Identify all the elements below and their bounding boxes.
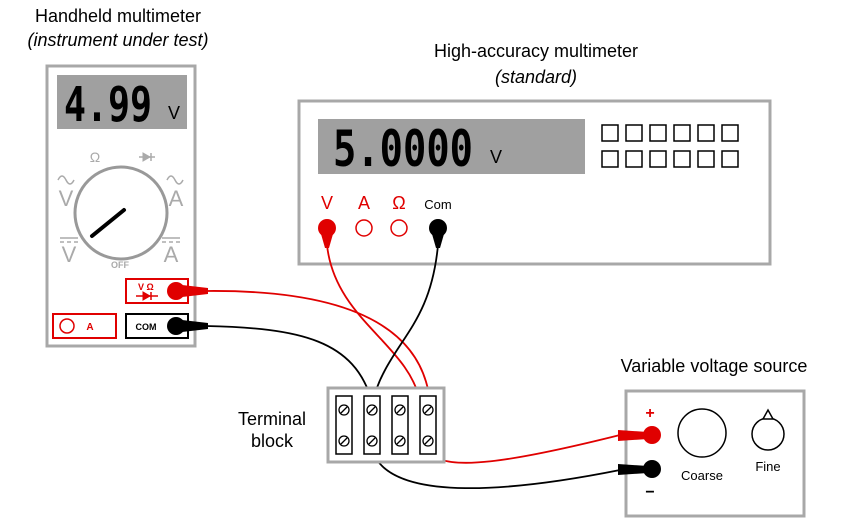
terminal-block-label-line2: block — [251, 431, 294, 451]
standard-subtitle: (standard) — [495, 67, 577, 87]
source-title: Variable voltage source — [621, 356, 808, 376]
red-wire-handheld-to-block — [205, 290, 431, 403]
keypad-button[interactable] — [697, 150, 715, 168]
terminal-screw[interactable] — [394, 404, 406, 416]
standard-jack-a-label: A — [358, 193, 370, 213]
handheld-red-probe-plug[interactable] — [167, 282, 208, 300]
black-wire-standard-to-block — [371, 244, 439, 403]
handheld-jack-amp[interactable]: A — [52, 313, 117, 339]
source-negative-plug[interactable] — [618, 460, 661, 478]
dial-dc-a-bar-icon — [162, 237, 180, 243]
wiring — [205, 244, 621, 490]
standard-jack-com-label: Com — [424, 197, 451, 212]
terminal-screw[interactable] — [394, 435, 406, 447]
standard-v-probe-plug[interactable] — [318, 219, 336, 248]
standard-title: High-accuracy multimeter — [434, 41, 638, 61]
terminal-screw[interactable] — [338, 404, 350, 416]
keypad-button[interactable] — [649, 124, 667, 142]
source-positive-plug[interactable] — [618, 426, 661, 444]
terminal-block-label-line1: Terminal — [238, 409, 306, 429]
jack-diode-icon — [136, 291, 158, 301]
coarse-knob[interactable] — [677, 408, 727, 458]
handheld-subtitle: (instrument under test) — [27, 30, 208, 50]
jack-com-label: COM — [136, 322, 157, 332]
dial-diode-symbol — [139, 152, 155, 162]
standard-keypad[interactable] — [601, 124, 739, 168]
dial-dc-v-bar-icon — [60, 237, 78, 243]
dial-dc-v-label: V — [62, 242, 77, 267]
dial-ac-a-label: A — [169, 186, 184, 211]
dial-ac-v-label: V — [59, 186, 74, 211]
keypad-button[interactable] — [625, 124, 643, 142]
handheld-black-probe-plug[interactable] — [167, 317, 208, 335]
dial-ohm-label: Ω — [90, 149, 100, 165]
selector-dial-pointer — [90, 208, 126, 238]
standard-jack-ohm[interactable] — [390, 219, 408, 237]
keypad-button[interactable] — [673, 124, 691, 142]
handheld-lcd — [57, 75, 187, 129]
standard-multimeter: High-accuracy multimeter (standard) 5.00… — [297, 41, 772, 266]
dial-ac-v-wave-icon — [57, 175, 75, 185]
standard-com-probe-plug[interactable] — [429, 219, 447, 248]
keypad-button[interactable] — [721, 150, 739, 168]
handheld-reading: 4.99 — [64, 77, 152, 133]
terminal-screw[interactable] — [422, 435, 434, 447]
keypad-button[interactable] — [625, 150, 643, 168]
keypad-button[interactable] — [601, 124, 619, 142]
jack-volt-ohm-label: V Ω — [138, 282, 154, 292]
jack-amp-label: A — [86, 322, 93, 333]
keypad-button[interactable] — [649, 150, 667, 168]
terminal-screw[interactable] — [366, 435, 378, 447]
standard-jack-a[interactable] — [355, 219, 373, 237]
standard-jack-v-label: V — [321, 193, 333, 213]
standard-unit: V — [490, 147, 502, 167]
handheld-unit: V — [168, 103, 180, 123]
source-plus-label: + — [645, 405, 654, 422]
keypad-button[interactable] — [721, 124, 739, 142]
red-wire-block-to-source — [427, 434, 621, 464]
terminal-block: Terminal block — [238, 386, 446, 464]
fine-label: Fine — [755, 459, 780, 474]
terminal-screw[interactable] — [338, 435, 350, 447]
voltage-source: Variable voltage source + − Coarse Fine — [618, 356, 808, 518]
keypad-button[interactable] — [697, 124, 715, 142]
terminal-screw[interactable] — [366, 404, 378, 416]
keypad-button[interactable] — [601, 150, 619, 168]
fine-knob[interactable] — [751, 408, 785, 451]
red-wire-standard-to-block — [326, 244, 421, 403]
black-wire-handheld-to-block — [205, 325, 373, 403]
keypad-button[interactable] — [673, 150, 691, 168]
dial-ac-a-wave-icon — [166, 175, 184, 185]
dial-off-label: OFF — [111, 260, 129, 270]
standard-jack-ohm-label: Ω — [392, 193, 405, 213]
selector-dial[interactable] — [73, 165, 169, 261]
source-minus-label: − — [645, 484, 654, 501]
standard-lcd — [318, 119, 585, 174]
coarse-label: Coarse — [681, 468, 723, 483]
standard-reading: 5.0000 — [333, 120, 473, 178]
handheld-title: Handheld multimeter — [35, 6, 201, 26]
terminal-screw[interactable] — [422, 404, 434, 416]
dial-dc-a-label: A — [164, 242, 179, 267]
black-wire-block-to-source — [371, 449, 621, 490]
handheld-multimeter: Handheld multimeter (instrument under te… — [27, 6, 209, 348]
